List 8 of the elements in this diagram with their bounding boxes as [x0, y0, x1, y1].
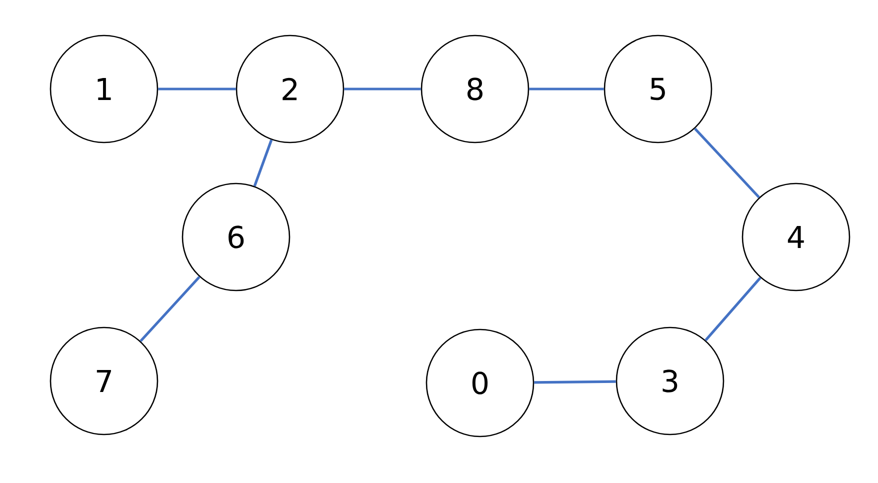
- connector-line: [253, 139, 273, 187]
- connector-line: [344, 88, 421, 90]
- connector-line: [140, 276, 200, 342]
- connector-line: [529, 88, 604, 90]
- connector-line: [534, 380, 616, 384]
- connector-line: [694, 128, 760, 198]
- connector-line: [158, 88, 236, 90]
- connector-line: [704, 276, 762, 342]
